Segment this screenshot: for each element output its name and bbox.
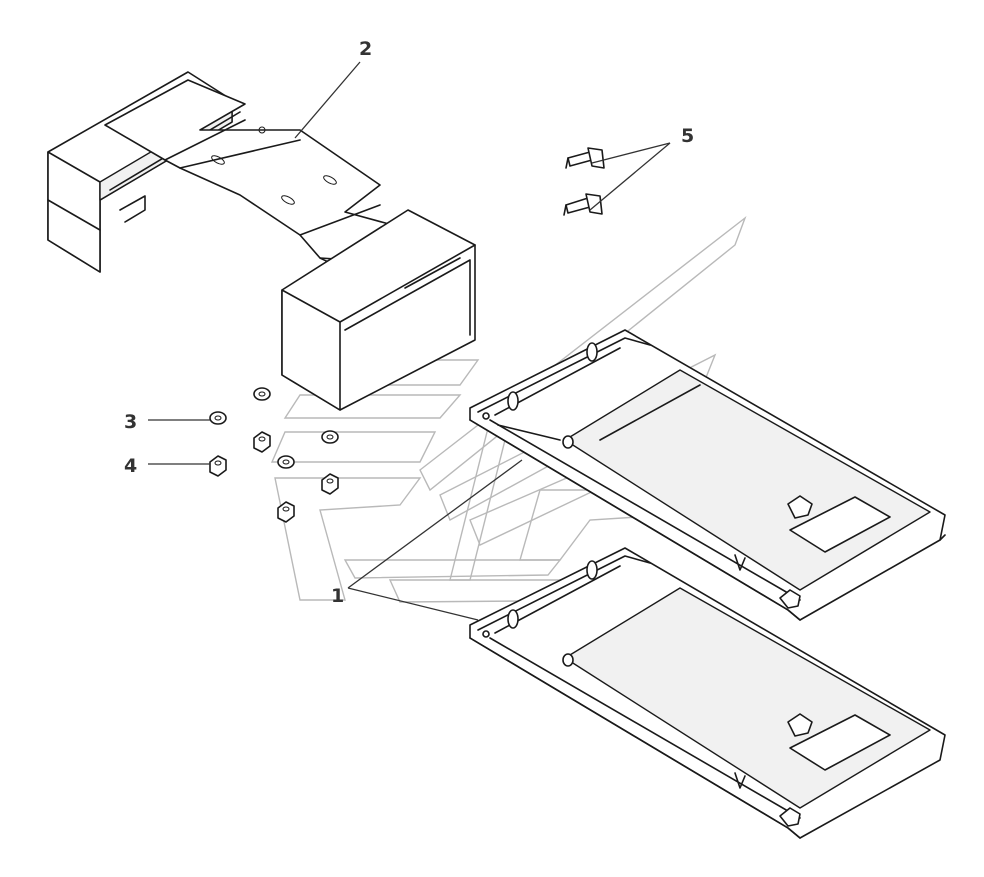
callout-2: 2 [359,38,372,60]
part-1-tray-lower [469,547,946,839]
callout-5: 5 [681,125,694,147]
washer [321,430,339,444]
nut [253,431,271,453]
callout-1: 1 [331,585,344,607]
callout-labels: 2 5 3 4 1 [124,38,694,607]
nut-callout-4 [209,455,227,477]
washer-callout-3 [209,411,227,425]
part-1-tray-upper [469,329,946,621]
wing-bolt-upper [565,147,605,169]
part-5-wing-bolts [563,147,605,216]
callout-3: 3 [124,411,137,433]
wing-bolt-lower [563,193,603,216]
part-2-bracket [47,71,476,411]
nut [321,473,339,495]
leader-lines [148,61,671,621]
washer [253,387,271,401]
callout-4: 4 [124,455,137,477]
washers-and-nuts [209,387,339,523]
washer [277,455,295,469]
nut [277,501,295,523]
